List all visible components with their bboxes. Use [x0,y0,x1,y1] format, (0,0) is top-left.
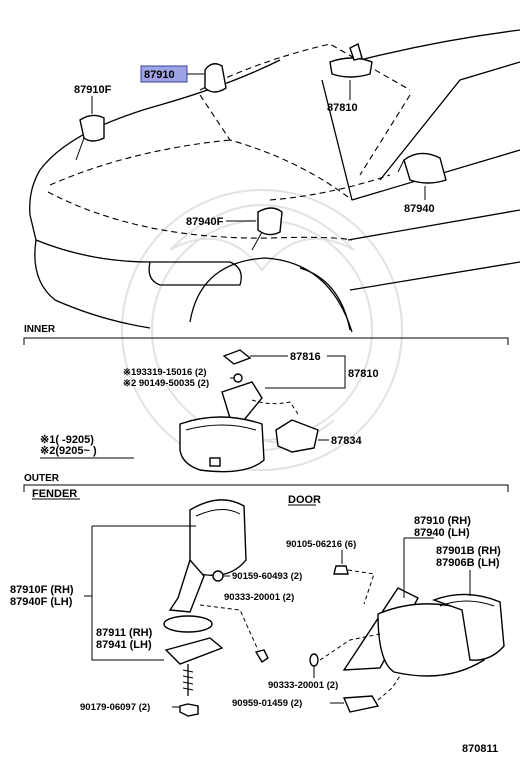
label-90159[interactable]: 90159-60493 (2) [232,571,302,582]
label-87906b[interactable]: 87906B (LH) [436,557,500,569]
outer-section: OUTER FENDER DOOR [23,473,509,506]
label-87810-mid[interactable]: 87810 [348,368,379,380]
section-door: DOOR [288,494,321,506]
label-90105[interactable]: 90105-06216 (6) [286,539,356,550]
label-bolt-1[interactable]: ※193319-15016 (2) [123,367,207,378]
label-87834[interactable]: 87834 [331,435,362,447]
label-87940-top[interactable]: 87940 [404,203,435,215]
nut-90179[interactable] [179,703,199,717]
door-mirror-assembly[interactable] [342,587,505,677]
label-90959[interactable]: 90959-01459 (2) [232,698,302,709]
bolt-icon [233,373,243,383]
fender-mirror-87940f-top[interactable] [251,207,283,251]
label-87910[interactable]: 87910 [144,69,175,81]
clip-90959[interactable] [342,695,380,713]
inner-rearview-mirror[interactable] [179,381,265,473]
car-body-illustration [29,29,521,333]
fender-mirror-87910f-top[interactable] [75,114,105,161]
label-87941[interactable]: 87941 (LH) [96,639,152,651]
figure-number: 870811 [462,743,498,755]
clip-90333-b[interactable] [309,653,319,667]
section-outer: OUTER [24,473,60,484]
note-2: ※2(9205~ ) [40,445,97,457]
mirror-base-87911[interactable] [164,637,224,665]
note-1: ※1( -9205) [40,434,94,446]
label-door-rh[interactable]: 87910 (RH) [414,515,471,527]
label-87901b[interactable]: 87901B (RH) [436,545,501,557]
inner-mirror-87810-top[interactable] [329,42,373,78]
label-87940f-top[interactable]: 87940F [186,216,224,228]
mirror-base-gasket[interactable] [163,615,213,633]
mirror-87910-top[interactable] [204,63,227,93]
fender-mirror-assembly[interactable] [168,499,247,613]
label-87816[interactable]: 87816 [290,351,321,363]
mirror-stud-bolt [182,664,194,696]
clip-90333-a[interactable] [254,649,269,663]
label-87810-top[interactable]: 87810 [327,102,358,114]
section-fender: FENDER [32,488,77,500]
label-90179[interactable]: 90179-06097 (2) [80,702,150,713]
mount-cover-87834[interactable] [275,419,319,453]
label-fender-lh[interactable]: 87940F (LH) [10,596,73,608]
section-inner: INNER [24,324,56,335]
label-87911[interactable]: 87911 (RH) [96,627,153,639]
label-fender-rh[interactable]: 87910F (RH) [10,584,74,596]
inner-mirror-cover-87816[interactable] [222,349,252,365]
label-87910f-top[interactable]: 87910F [74,84,112,96]
label-90333-b[interactable]: 90333-20001 (2) [268,680,338,691]
screw-90105[interactable] [333,565,349,575]
label-90333-a[interactable]: 90333-20001 (2) [224,592,294,603]
screw-90159[interactable] [212,570,224,582]
door-mirror-87940-top[interactable] [397,152,447,184]
label-bolt-2[interactable]: ※2 90149-50035 (2) [123,378,209,389]
label-door-lh[interactable]: 87940 (LH) [414,527,470,539]
inner-section: INNER [23,324,509,345]
